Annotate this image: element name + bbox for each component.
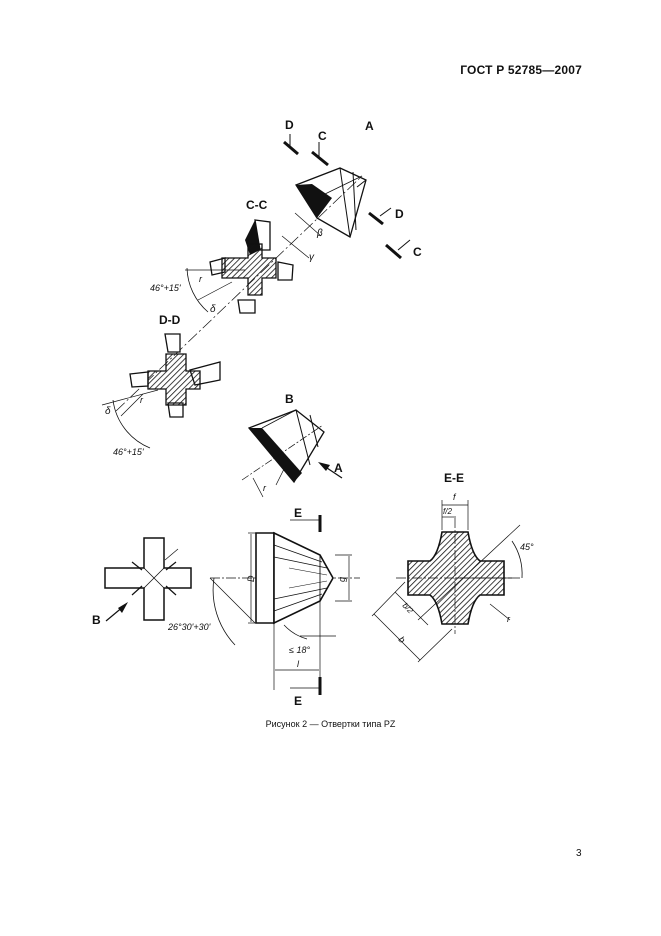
dim-b: b (397, 634, 408, 645)
label-a-top: A (365, 119, 374, 133)
section-ee-title: E-E (444, 471, 464, 485)
section-dd-title: D-D (159, 313, 181, 327)
view-b-tip (247, 409, 325, 484)
dim-b-half: b/2 (401, 601, 416, 616)
label-d-right: D (395, 207, 404, 221)
arrow-b-view (105, 602, 128, 622)
radius-r-ee: r (507, 614, 511, 624)
angle-46-cc: 46°+15' (150, 283, 181, 293)
radius-r-dd: r (140, 395, 144, 405)
angle-26: 26°30'+30' (167, 622, 211, 632)
label-e-top: E (294, 506, 302, 520)
label-d-top: D (285, 118, 294, 132)
page-number: 3 (576, 848, 582, 859)
label-c-top: C (318, 129, 327, 143)
section-cc-title: C-C (246, 198, 268, 212)
angle-le-18: ≤ 18° (289, 645, 310, 655)
dim-l: l (297, 659, 300, 669)
cut-marker-e-top (290, 515, 322, 532)
cut-marker-c-upper (311, 142, 329, 167)
dim-f-half: f/2 (443, 507, 452, 516)
radius-r-b: r (263, 483, 267, 493)
angle-delta-dd: δ (105, 406, 111, 417)
figure-caption: Рисунок 2 — Отвертки типа PZ (265, 719, 396, 729)
section-cc-drawing (209, 219, 294, 314)
front-cross-view (104, 537, 192, 621)
section-dd-drawing (129, 333, 221, 418)
angle-gamma-label: γ (309, 252, 315, 263)
cut-marker-d-right (368, 207, 392, 226)
angle-46-dd: 46°+15' (113, 447, 144, 457)
arrow-a-view (318, 462, 343, 479)
label-b-arrow: B (92, 613, 101, 627)
angle-beta-label: β (316, 228, 323, 239)
cut-marker-e-bottom (290, 677, 322, 695)
angle-delta-cc: δ (210, 304, 216, 315)
section-ee-drawing (396, 518, 512, 634)
label-a-arrow: A (334, 461, 343, 475)
dim-d-big: D (246, 575, 256, 582)
standard-code: ГОСТ Р 52785—2007 (460, 63, 582, 77)
dim-f: f (453, 492, 457, 502)
dim-g: g (337, 577, 347, 582)
view-a-tip (295, 167, 367, 238)
tip-side-view (210, 531, 360, 625)
label-e-bottom: E (294, 694, 302, 708)
cut-marker-c-right (385, 239, 411, 260)
label-c-right: C (413, 245, 422, 259)
radius-r-cc: r (199, 274, 203, 284)
cut-marker-d-upper (283, 134, 299, 156)
label-b-view: B (285, 392, 294, 406)
angle-45: 45° (520, 542, 534, 552)
